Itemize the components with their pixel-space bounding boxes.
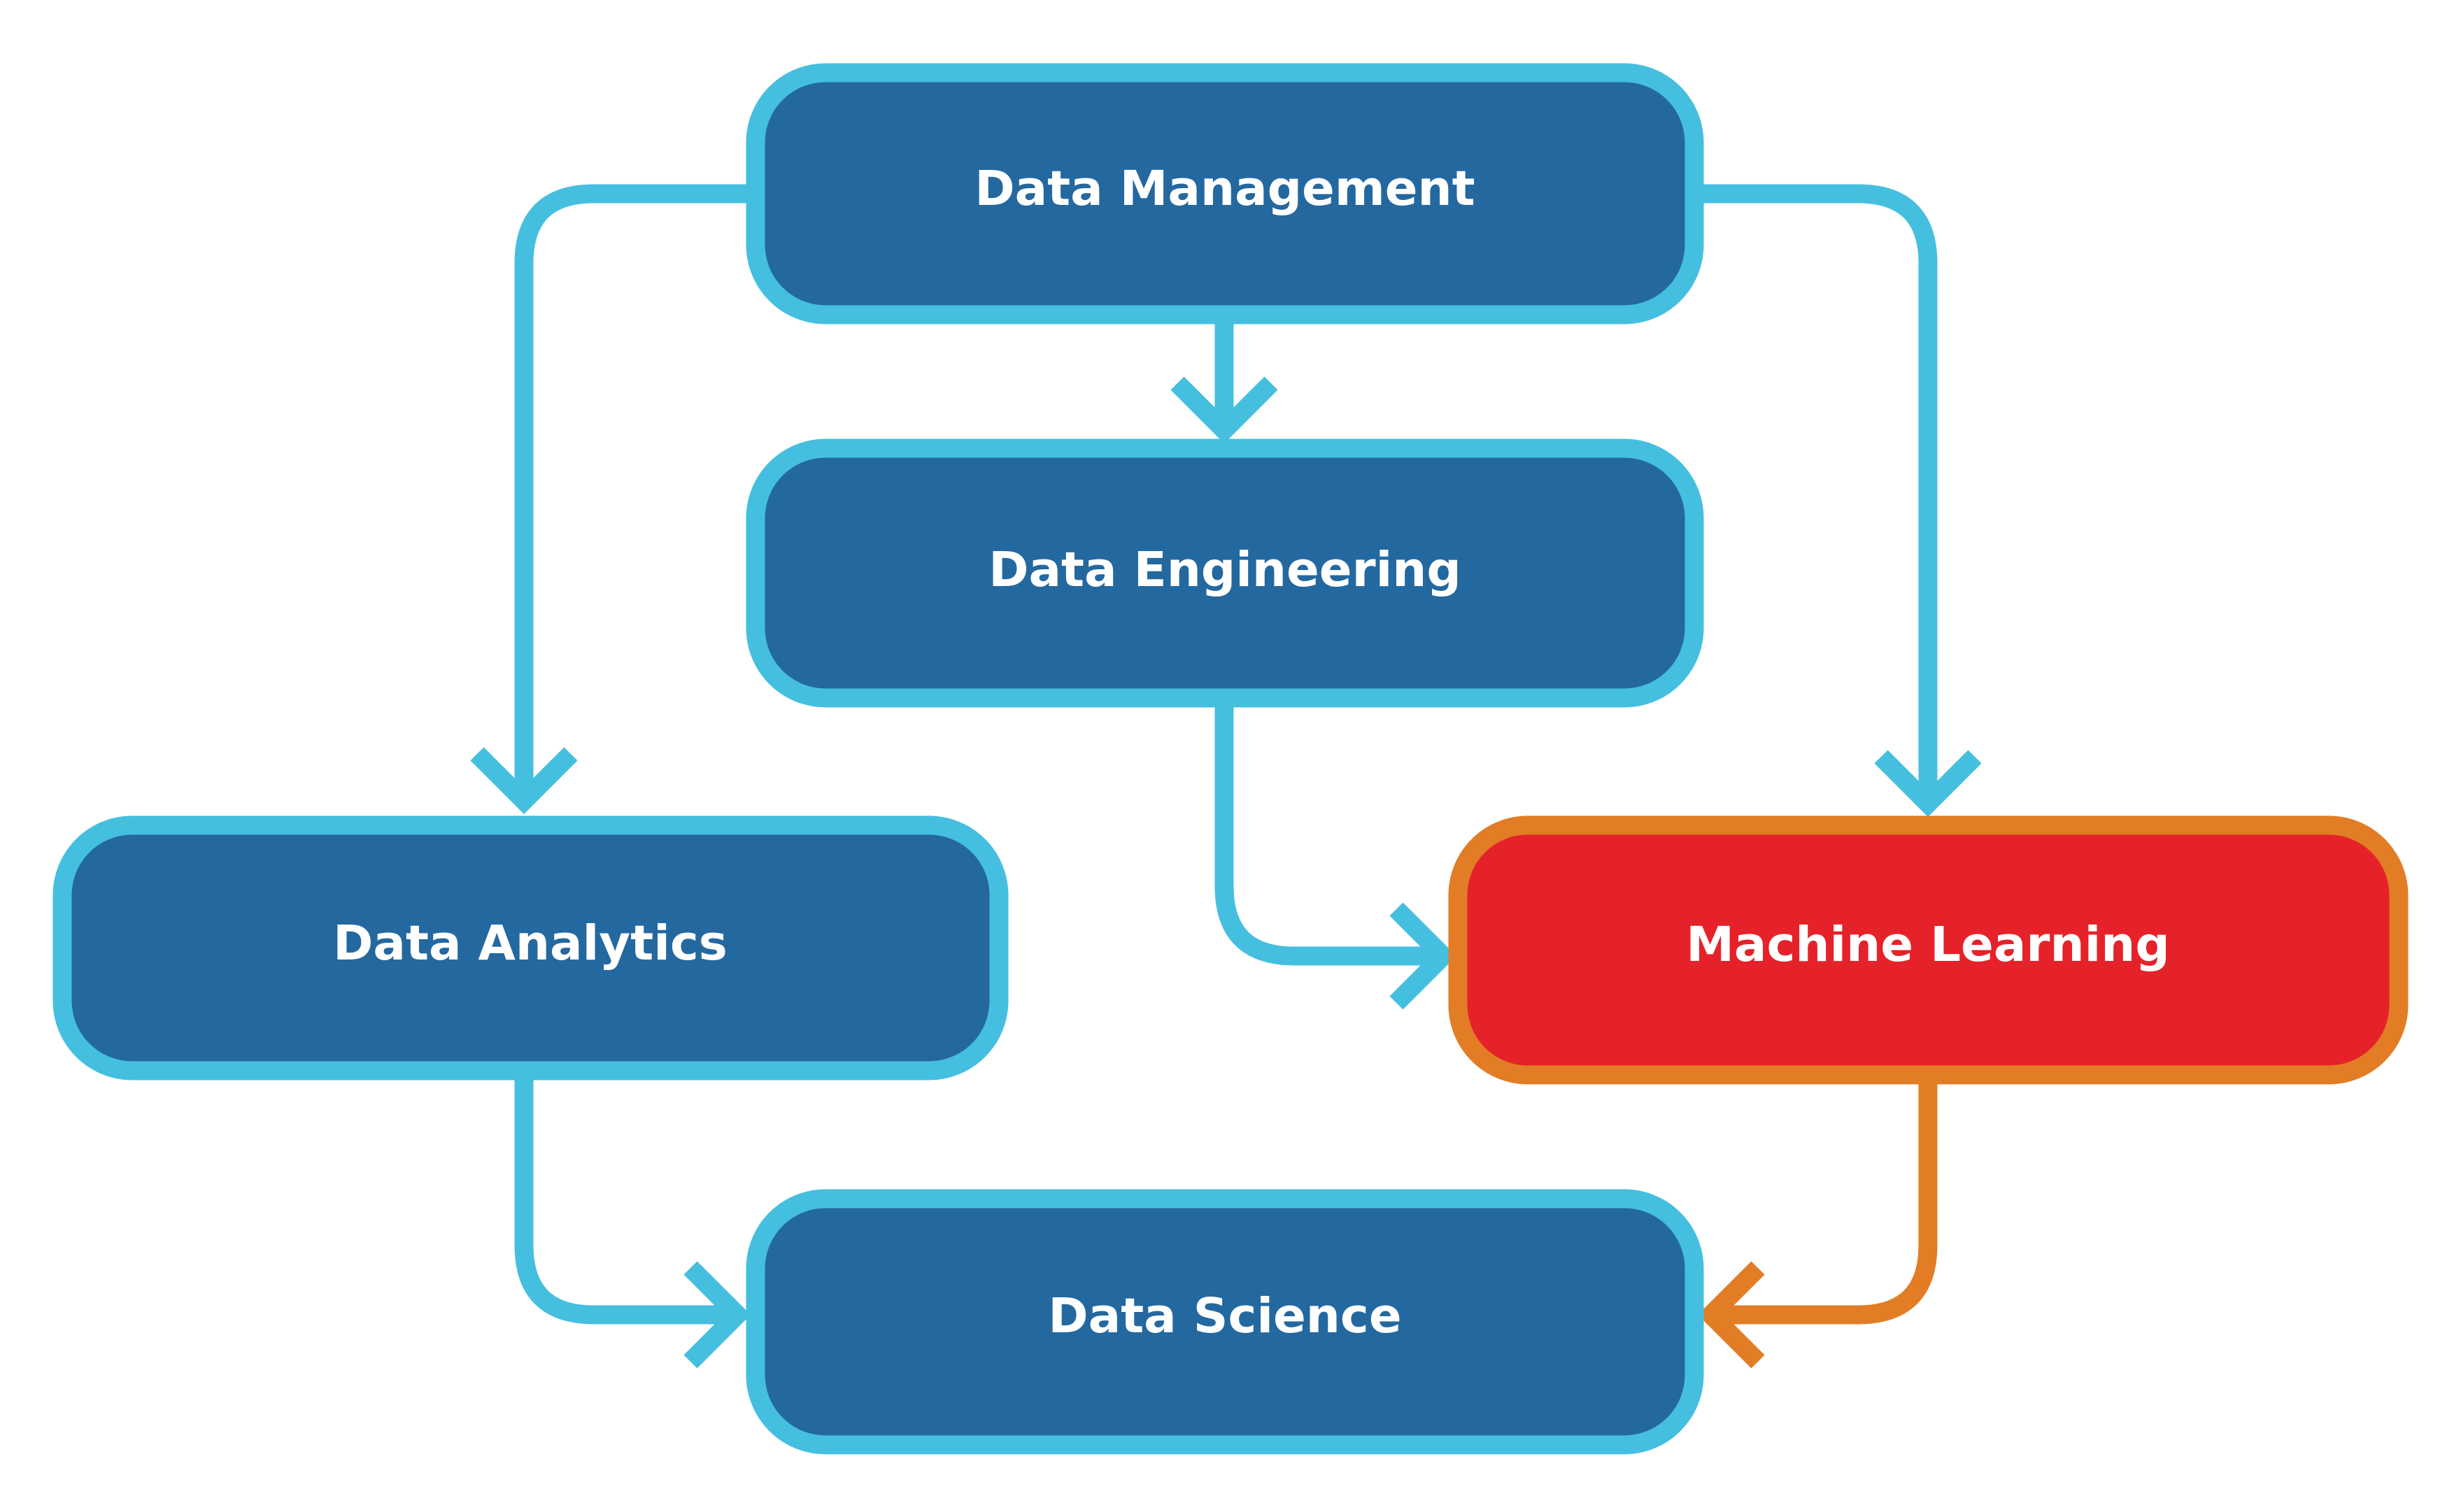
node-label: Data Science <box>1048 1288 1401 1344</box>
node-box <box>746 63 1704 324</box>
node-data-analytics: Data Analytics <box>52 815 1009 1080</box>
node-box <box>52 815 1009 1080</box>
node-label: Machine Learning <box>1686 917 2169 973</box>
node-data-engineering: Data Engineering <box>746 438 1704 708</box>
arrowhead-ml-top <box>1874 750 1982 818</box>
node-machine-learning: Machine Learning <box>1448 815 2409 1085</box>
node-label: Data Engineering <box>988 542 1461 598</box>
arrowhead-science-left <box>683 1261 751 1369</box>
node-data-science: Data Science <box>746 1189 1704 1455</box>
arrowhead-science-right <box>1697 1261 1765 1369</box>
node-data-management: Data Management <box>746 63 1704 324</box>
edge-engineering-to-ml <box>1214 698 1443 966</box>
arrowhead-analytics <box>470 747 578 815</box>
node-box <box>1448 815 2409 1085</box>
node-box <box>746 438 1704 708</box>
node-label: Data Management <box>974 161 1475 217</box>
edge-ml-to-science <box>1711 1075 1938 1325</box>
node-box <box>746 1189 1704 1455</box>
arrowhead-engineering <box>1170 376 1278 444</box>
edge-management-to-analytics <box>514 184 756 801</box>
edge-management-to-ml <box>1694 184 1938 804</box>
arrowhead-ml-left <box>1389 902 1457 1010</box>
edge-analytics-to-science <box>514 1071 737 1325</box>
connectors <box>470 184 1982 1369</box>
node-label: Data Analytics <box>333 915 728 971</box>
